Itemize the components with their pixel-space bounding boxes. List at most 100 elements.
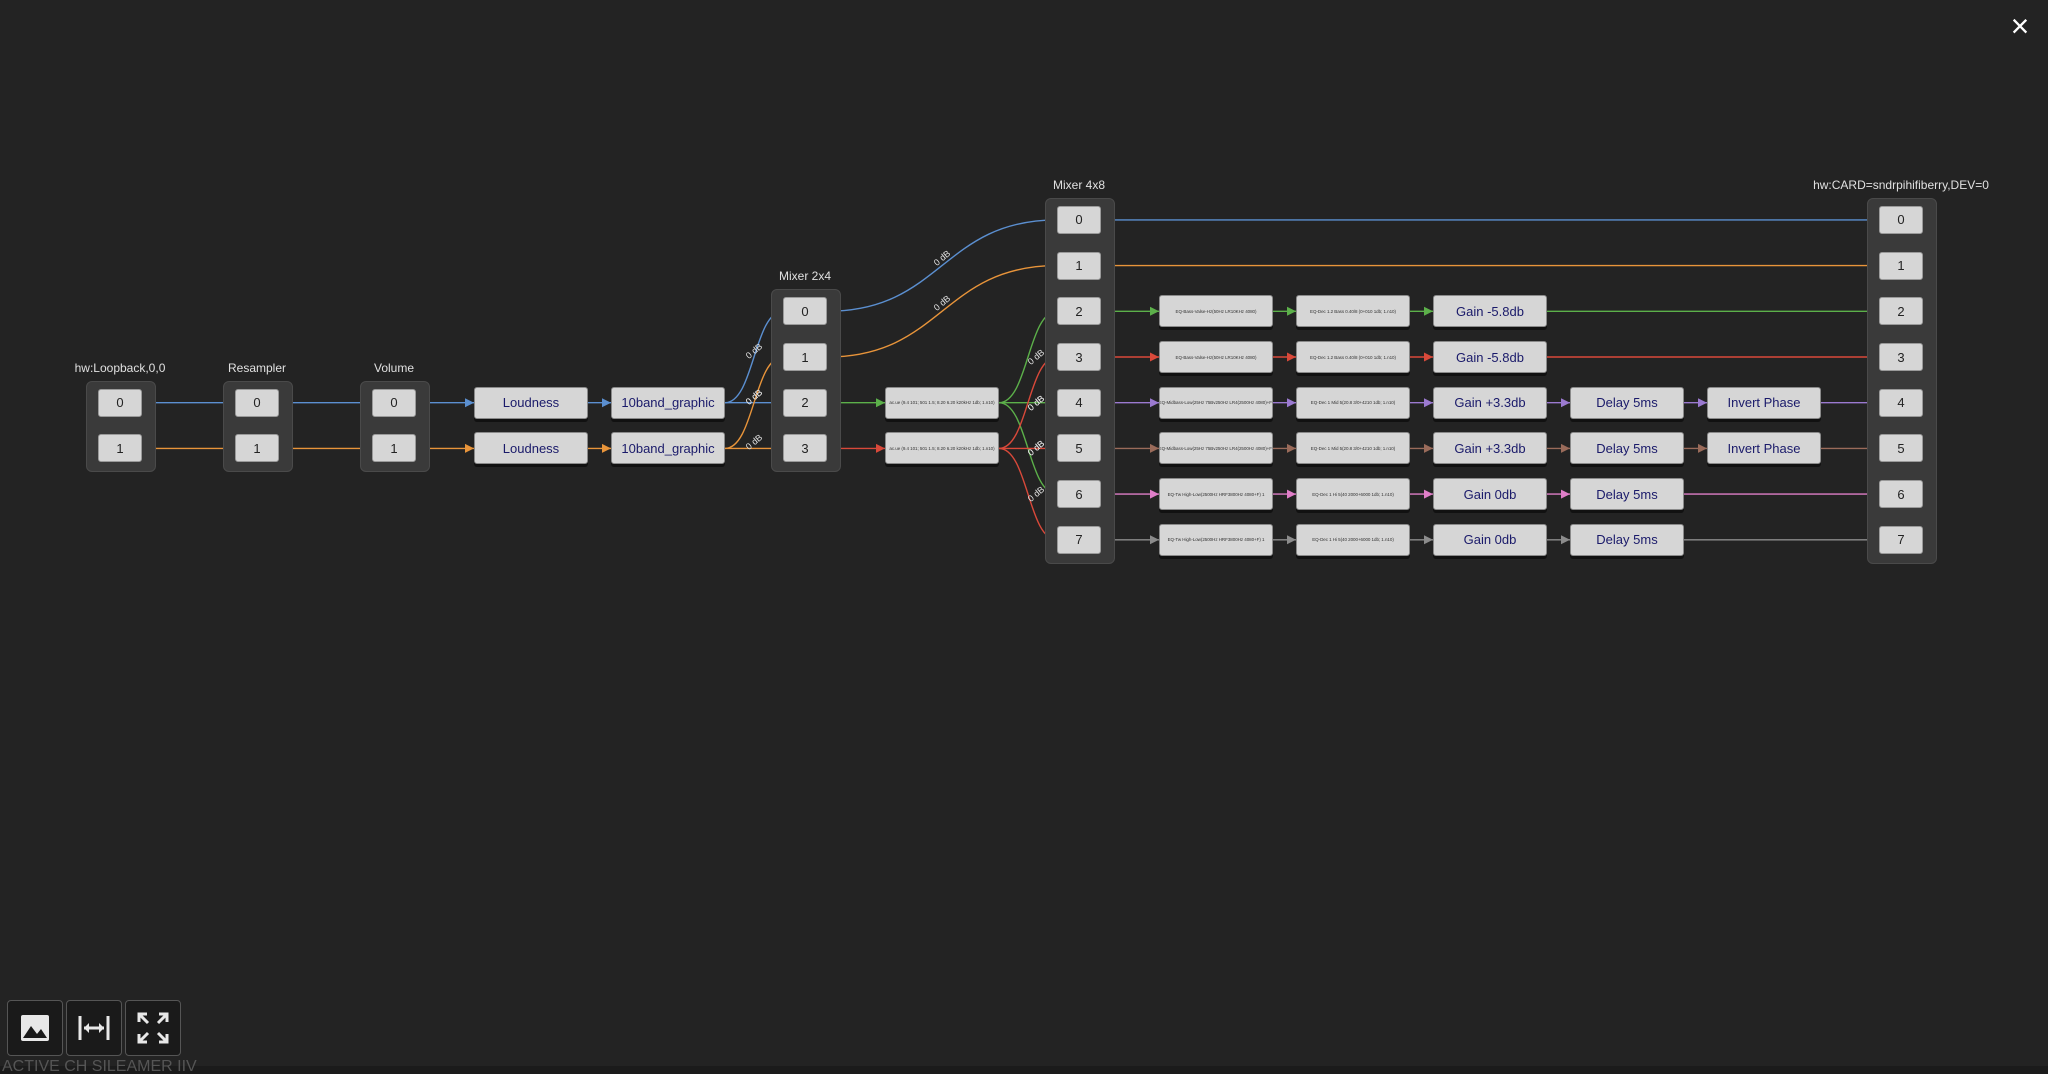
channel-node[interactable]: 3 xyxy=(783,434,827,463)
channel-node[interactable]: 3 xyxy=(1057,343,1101,371)
link xyxy=(826,264,1058,358)
arrowhead xyxy=(1698,398,1707,408)
group-label: Mixer 4x8 xyxy=(1052,177,1106,192)
channel-node[interactable]: 4 xyxy=(1879,388,1923,417)
filter-node[interactable]: EQ-Dec 1 Mid 5(20.8 3/0+4210 1db; 1.n10) xyxy=(1296,432,1410,465)
filter-node[interactable]: EQ-Bass-Valse-Hz(50Hz LR10KHz 4080) xyxy=(1159,295,1273,328)
filter-node[interactable]: Invert Phase xyxy=(1707,432,1821,465)
filter-node[interactable]: EQ-Midbass-Low(25Hz 75Bv250Hz LR4(2500Hz… xyxy=(1159,386,1273,419)
arrowhead xyxy=(1424,306,1433,316)
arrowhead xyxy=(1561,398,1570,408)
filter-node[interactable]: ac.ue (9.4 101; 501 1.5; 8.20 6.20 k20kH… xyxy=(885,386,999,419)
channel-node[interactable]: 5 xyxy=(1879,434,1923,463)
arrowhead xyxy=(1150,443,1159,453)
filter-node[interactable]: EQ-Dec 1 Mid 5(20.8 3/0+4210 1db; 1.n10) xyxy=(1296,386,1410,419)
group-label: hw:Loopback,0,0 xyxy=(74,360,166,375)
filter-node[interactable]: Gain -5.8db xyxy=(1433,341,1547,373)
filter-node[interactable]: Delay 5ms xyxy=(1570,523,1684,556)
channel-node[interactable]: 0 xyxy=(235,388,279,417)
link xyxy=(826,219,1058,312)
arrowhead xyxy=(1424,352,1433,362)
arrowhead xyxy=(465,398,474,408)
filter-node[interactable]: Gain +3.3db xyxy=(1433,432,1547,465)
image-button[interactable] xyxy=(7,1000,63,1056)
arrowhead xyxy=(602,443,611,453)
arrowhead xyxy=(1561,489,1570,499)
arrowhead xyxy=(1287,535,1296,545)
arrowhead xyxy=(465,443,474,453)
arrowhead xyxy=(876,398,885,408)
filter-node[interactable]: ac.ue (9.4 101; 501 1.5; 8.20 6.20 k20kH… xyxy=(885,432,999,465)
arrowhead xyxy=(1150,489,1159,499)
arrowhead xyxy=(1561,535,1570,545)
arrowhead xyxy=(1287,443,1296,453)
filter-node[interactable]: Gain +3.3db xyxy=(1433,386,1547,419)
fullscreen-icon xyxy=(137,1012,169,1044)
filter-node[interactable]: Gain 0db xyxy=(1433,478,1547,511)
channel-node[interactable]: 7 xyxy=(1879,525,1923,554)
filter-node[interactable]: Gain -5.8db xyxy=(1433,295,1547,328)
channel-node[interactable]: 1 xyxy=(1879,251,1923,280)
channel-node[interactable]: 1 xyxy=(235,434,279,463)
channel-node[interactable]: 3 xyxy=(1879,343,1923,371)
close-icon: × xyxy=(2010,8,2030,44)
arrowhead xyxy=(1561,443,1570,453)
filter-node[interactable]: Invert Phase xyxy=(1707,386,1821,419)
filter-node[interactable]: EQ-Tw High-Low(2500Hz HRF3800Hz 4080+F) … xyxy=(1159,523,1273,556)
fullscreen-button[interactable] xyxy=(125,1000,181,1056)
filter-node[interactable]: Delay 5ms xyxy=(1570,386,1684,419)
channel-node[interactable]: 1 xyxy=(783,343,827,371)
filter-node[interactable]: EQ-Tw High-Low(2500Hz HRF3800Hz 4080+F) … xyxy=(1159,478,1273,511)
filter-node[interactable]: Delay 5ms xyxy=(1570,432,1684,465)
arrowhead xyxy=(1287,306,1296,316)
status-text: ACTIVE CH SILEAMER IIV xyxy=(2,1058,197,1074)
arrowhead xyxy=(1698,443,1707,453)
channel-node[interactable]: 1 xyxy=(372,434,416,463)
arrowhead xyxy=(1150,352,1159,362)
fit-width-button[interactable] xyxy=(66,1000,122,1056)
close-button[interactable]: × xyxy=(2002,8,2038,44)
filter-node[interactable]: Delay 5ms xyxy=(1570,478,1684,511)
arrowhead xyxy=(1150,398,1159,408)
group-label: Resampler xyxy=(227,360,287,375)
arrowhead xyxy=(1287,398,1296,408)
channel-node[interactable]: 0 xyxy=(372,388,416,417)
filter-node[interactable]: Loudness xyxy=(474,386,588,419)
group-label: hw:CARD=sndrpihifiberry,DEV=0 xyxy=(1813,177,1989,192)
filter-node[interactable]: Loudness xyxy=(474,432,588,465)
channel-node[interactable]: 6 xyxy=(1057,480,1101,509)
fit-width-icon xyxy=(78,1016,110,1040)
channel-node[interactable]: 0 xyxy=(1057,205,1101,234)
channel-node[interactable]: 1 xyxy=(98,434,142,463)
channel-node[interactable]: 0 xyxy=(1879,205,1923,234)
filter-node[interactable]: EQ-Dec 1 Hi 5(40 2000+6000 1db; 1.n10) xyxy=(1296,478,1410,511)
arrowhead xyxy=(1150,535,1159,545)
group-label: Mixer 2x4 xyxy=(778,269,832,284)
channel-node[interactable]: 7 xyxy=(1057,525,1101,554)
arrowhead xyxy=(1287,489,1296,499)
channel-node[interactable]: 0 xyxy=(783,297,827,326)
filter-node[interactable]: EQ-Dec 1.2 Bass 0.40/8 (0+010 1db; 1.n10… xyxy=(1296,341,1410,373)
status-strip xyxy=(0,1066,2048,1074)
filter-node[interactable]: EQ-Midbass-Low(25Hz 75Bv250Hz LR4(2500Hz… xyxy=(1159,432,1273,465)
filter-node[interactable]: EQ-Dec 1.2 Bass 0.40/8 (0+010 1db; 1.n10… xyxy=(1296,295,1410,328)
arrowhead xyxy=(602,398,611,408)
channel-node[interactable]: 6 xyxy=(1879,480,1923,509)
channel-node[interactable]: 4 xyxy=(1057,388,1101,417)
filter-node[interactable]: EQ-Dec 1 Hi 5(40 2000+6000 1db; 1.n10) xyxy=(1296,523,1410,556)
group-label: Volume xyxy=(373,360,415,375)
arrowhead xyxy=(1150,306,1159,316)
channel-node[interactable]: 2 xyxy=(1879,297,1923,326)
channel-node[interactable]: 5 xyxy=(1057,434,1101,463)
filter-node[interactable]: EQ-Bass-Valse-Hz(50Hz LR10KHz 4080) xyxy=(1159,341,1273,373)
channel-node[interactable]: 1 xyxy=(1057,251,1101,280)
channel-node[interactable]: 0 xyxy=(98,388,142,417)
filter-node[interactable]: 10band_graphic xyxy=(611,432,725,465)
channel-node[interactable]: 2 xyxy=(783,388,827,417)
channel-node[interactable]: 2 xyxy=(1057,297,1101,326)
arrowhead xyxy=(1424,535,1433,545)
filter-node[interactable]: 10band_graphic xyxy=(611,386,725,419)
filter-node[interactable]: Gain 0db xyxy=(1433,523,1547,556)
